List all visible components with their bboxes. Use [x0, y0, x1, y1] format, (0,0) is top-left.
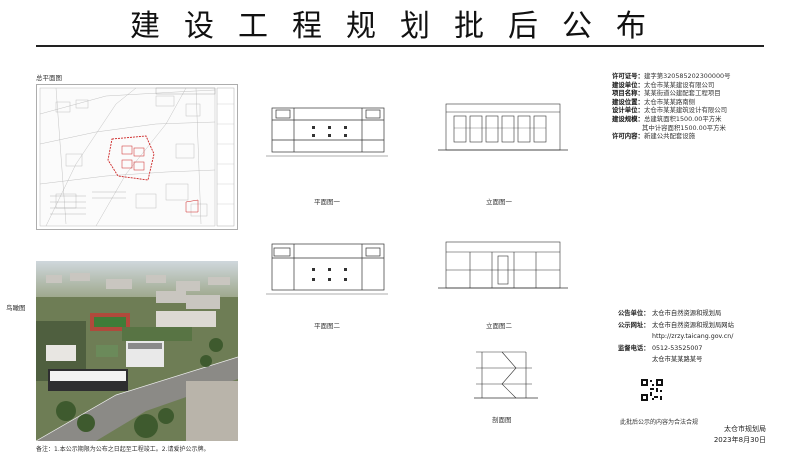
pub-row: 监督电话：0512-53525007 [618, 344, 703, 352]
title-rule [36, 45, 764, 47]
pub-row: 公示网址：太仓市自然资源和规划局网站 [618, 321, 734, 329]
info-row: 建设位置：太仓市某某路南侧 [612, 97, 696, 106]
remark-caption: 备注：1.本公示期限为公布之日起至工程竣工。2.请爱护公示牌。 [36, 446, 210, 453]
info-row: 设计单位：太仓市某某建筑设计有限公司 [612, 106, 728, 115]
signature-block: 太仓市规划局 2023年8月30日 [714, 424, 766, 446]
project-info: 许可证号：建字第320585202300000号 建设单位：太仓市某某建设有限公… [612, 72, 792, 141]
section-drawing [474, 351, 538, 399]
info-row: 其中计容面积1500.00平方米 [642, 123, 726, 132]
elevation-1-label: 立面图一 [486, 198, 512, 206]
publication-info: 公告单位：太仓市自然资源和规划局 公示网址：太仓市自然资源和规划局网站 http… [618, 308, 790, 366]
pub-row: 太仓市某某路某号 [652, 356, 703, 363]
legal-note: 此批后公示的内容为合法合规 [620, 419, 699, 426]
info-row: 许可内容：新建公共配套设施 [612, 132, 696, 141]
info-row: 项目名称：某某街道公建配套工程项目 [612, 89, 721, 98]
floor-plan-2-label: 平面图二 [314, 322, 340, 330]
elevation-2-label: 立面图二 [486, 322, 512, 330]
qr-code-icon[interactable] [640, 378, 664, 402]
issue-date: 2023年8月30日 [713, 436, 766, 444]
section-label: 剖面图 [492, 416, 512, 424]
site-plan-drawing [36, 84, 238, 230]
page-title: 建设工程规划批后公布 [0, 4, 800, 44]
floor-plan-1-drawing [266, 107, 388, 157]
aerial-label: 鸟瞰图 [6, 304, 26, 312]
elevation-1-drawing [438, 103, 568, 151]
info-row: 建设单位：太仓市某某建设有限公司 [612, 80, 715, 89]
issuing-org: 太仓市规划局 [724, 425, 766, 433]
pub-row: 公告单位：太仓市自然资源和规划局 [618, 310, 722, 317]
page-title-text: 建设工程规划批后公布 [130, 9, 670, 44]
floor-plan-1-label: 平面图一 [314, 198, 340, 206]
floor-plan-2-drawing [266, 243, 388, 295]
pub-row: http://zrzy.taicang.gov.cn/ [652, 333, 734, 340]
elevation-2-drawing [438, 241, 568, 289]
info-row: 建设规模：总建筑面积1500.00平方米 [612, 114, 722, 123]
site-plan-label: 总平面图 [36, 74, 62, 82]
info-row: 许可证号：建字第320585202300000号 [612, 72, 731, 80]
aerial-photo [36, 261, 238, 441]
